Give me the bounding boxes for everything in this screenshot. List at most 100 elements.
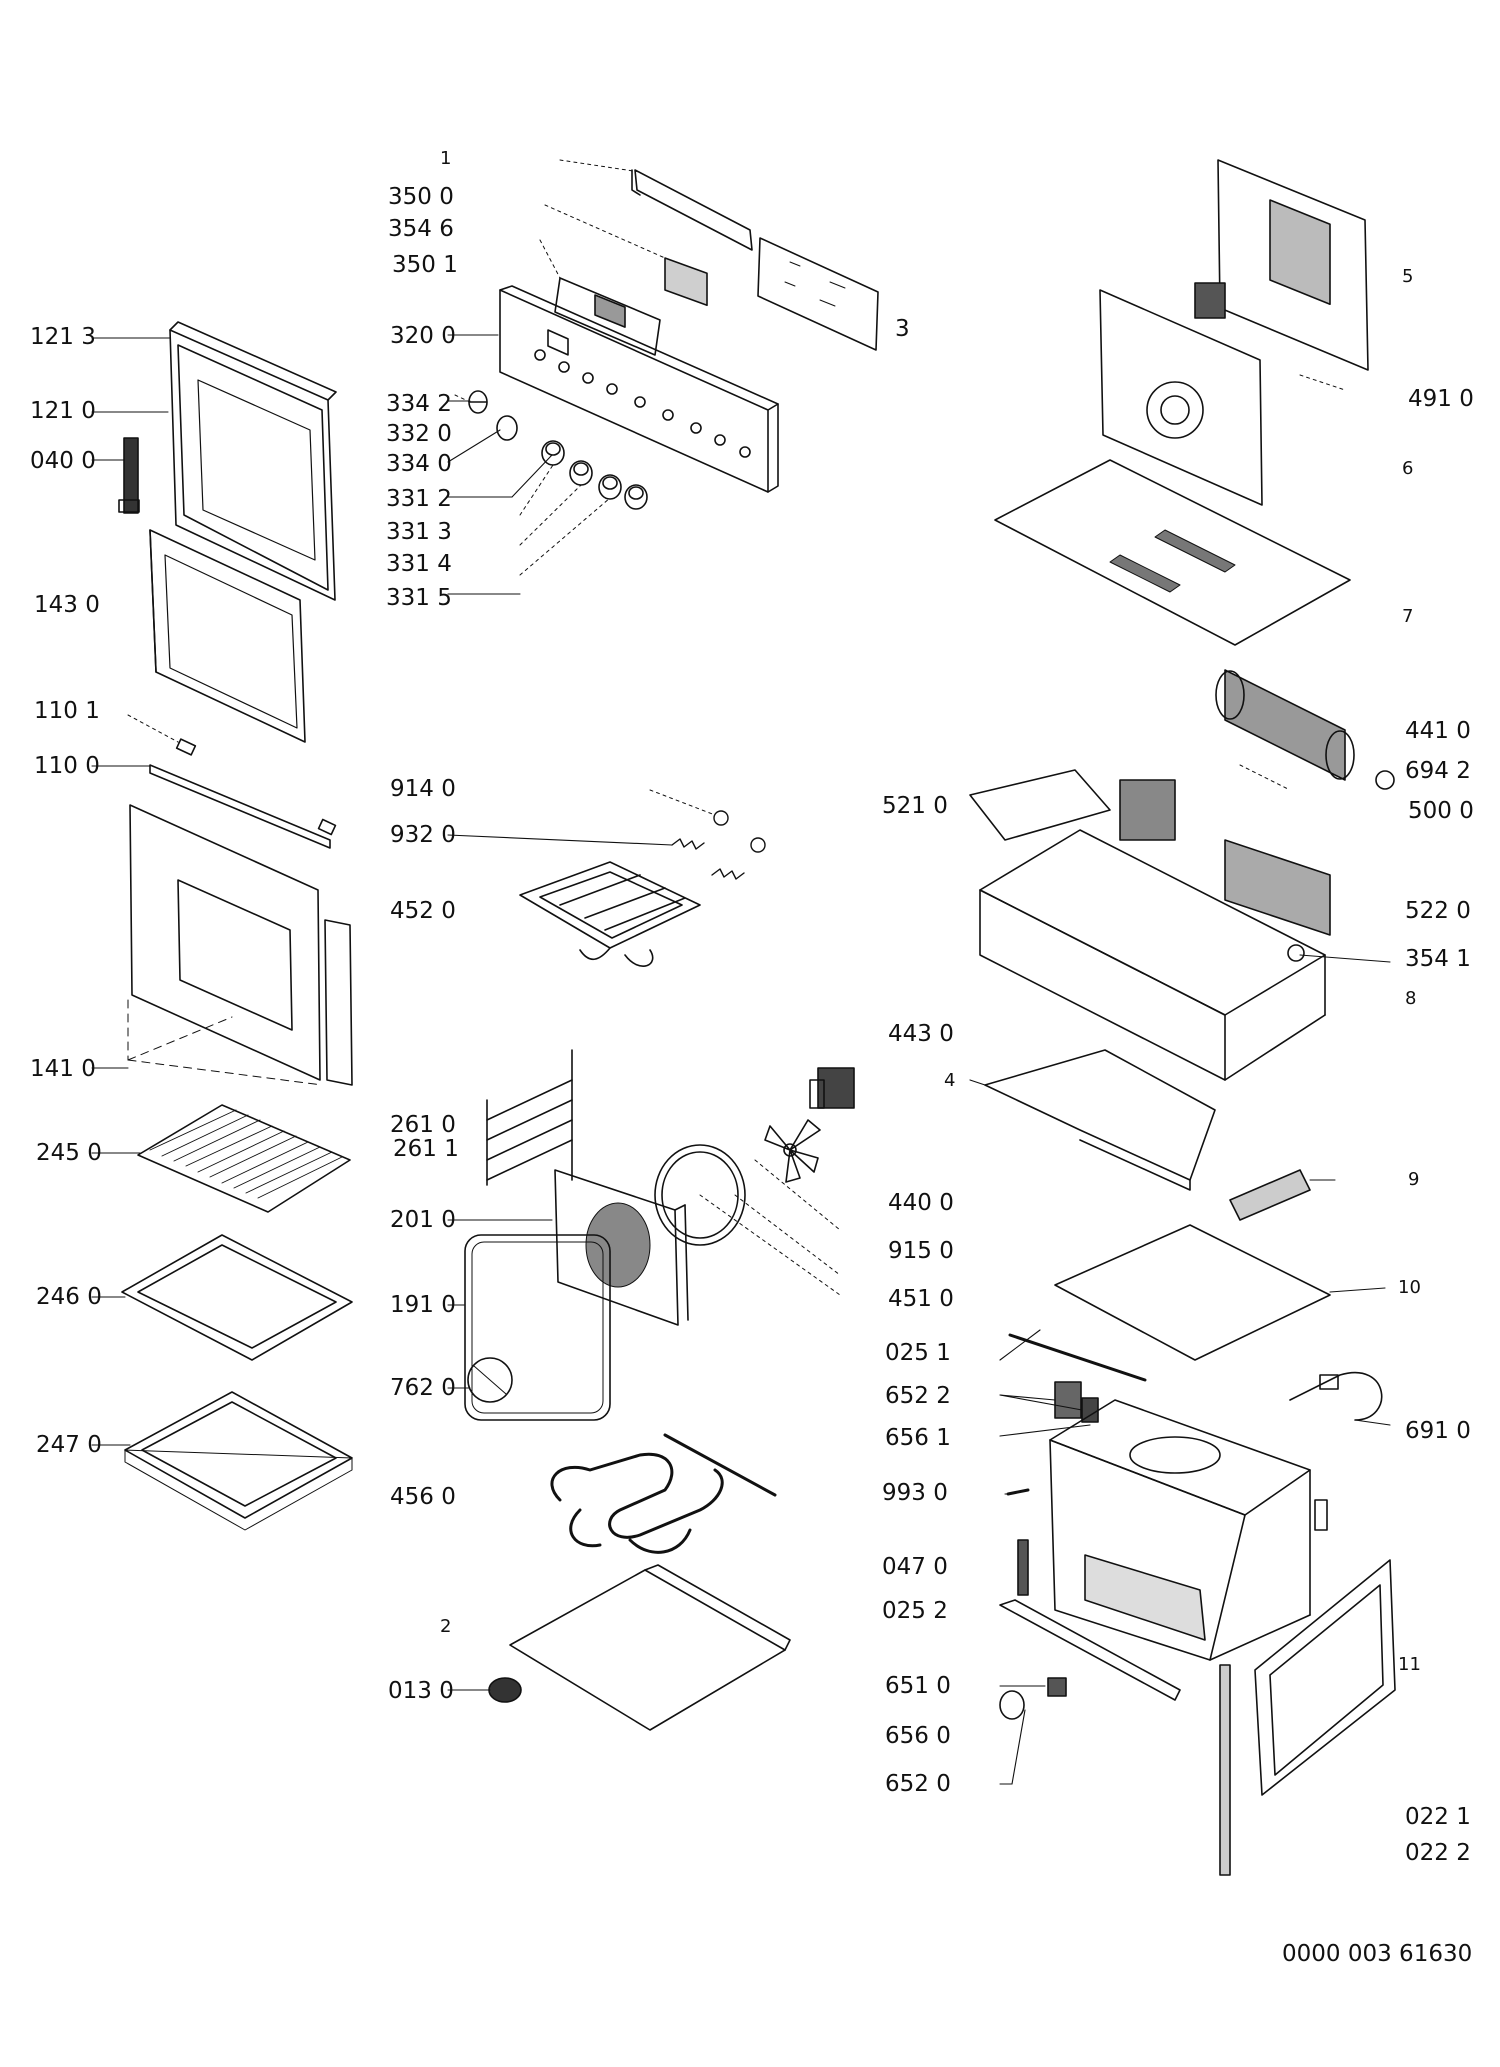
part-993-0: 993 0	[882, 1480, 948, 1506]
part-022-2: 022 2	[1405, 1840, 1471, 1866]
part-332-0: 332 0	[386, 421, 452, 447]
part-331-3: 331 3	[386, 519, 452, 545]
part-247-0: 247 0	[36, 1432, 102, 1458]
part-191-0: 191 0	[390, 1292, 456, 1318]
part-443-0: 443 0	[888, 1021, 954, 1047]
part-022-1: 022 1	[1405, 1804, 1471, 1830]
part-201-0: 201 0	[390, 1207, 456, 1233]
fan-grille	[586, 1203, 650, 1287]
side-door-panel	[1255, 1560, 1395, 1795]
door-hinge	[1220, 1665, 1230, 1875]
ref-7: 7	[1402, 606, 1414, 627]
part-762-0: 762 0	[390, 1375, 456, 1401]
part-025-1: 025 1	[885, 1340, 951, 1366]
part-914-0: 914 0	[390, 776, 456, 802]
part-915-0: 915 0	[888, 1238, 954, 1264]
shelf-runners	[487, 1050, 572, 1185]
part-334-0: 334 0	[386, 451, 452, 477]
part-522-0: 522 0	[1405, 898, 1471, 924]
heating-elements-group	[465, 790, 854, 1730]
ref-11: 11	[1398, 1654, 1421, 1675]
lower-heating-element	[552, 1454, 722, 1537]
fan-fuse	[1376, 771, 1394, 789]
oven-rear-panel	[555, 1170, 678, 1325]
part-354-1: 354 1	[1405, 946, 1471, 972]
part-491-0: 491 0	[1408, 386, 1474, 412]
part-331-2: 331 2	[386, 486, 452, 512]
relay-block	[1120, 780, 1175, 840]
part-141-0: 141 0	[30, 1056, 96, 1082]
part-350-1: 350 1	[392, 252, 458, 278]
part-354-6: 354 6	[388, 216, 454, 242]
mounting-plate	[1100, 290, 1262, 505]
screw	[1008, 1490, 1028, 1494]
part-246-0: 246 0	[36, 1284, 102, 1310]
part-261-0: 261 0	[390, 1112, 456, 1138]
part-334-2: 334 2	[386, 391, 452, 417]
part-121-0: 121 0	[30, 398, 96, 424]
part-451-0: 451 0	[888, 1286, 954, 1312]
ref-4: 4	[944, 1070, 956, 1091]
circuit-board	[758, 238, 878, 350]
part-500-0: 500 0	[1408, 798, 1474, 824]
oven-rack	[138, 1105, 350, 1212]
panel-bracket-tab	[632, 170, 640, 195]
ref-5: 5	[1402, 266, 1414, 287]
cooling-fan	[1216, 670, 1354, 780]
part-320-0: 320 0	[390, 323, 456, 349]
cavity-top-plate	[985, 1050, 1215, 1180]
oven-lamp	[1000, 1678, 1066, 1719]
part-694-2: 694 2	[1405, 758, 1471, 784]
part-121-3: 121 3	[30, 324, 96, 350]
circular-heating-element	[655, 1145, 745, 1245]
rear-cover	[1218, 160, 1368, 370]
part-652-2: 652 2	[885, 1383, 951, 1409]
panel-top-edge	[500, 286, 778, 410]
door-group	[119, 322, 352, 1530]
part-040-0: 040 0	[30, 448, 96, 474]
ref-1: 1	[440, 148, 452, 169]
part-047-0: 047 0	[882, 1554, 948, 1580]
part-331-4: 331 4	[386, 551, 452, 577]
part-440-0: 440 0	[888, 1190, 954, 1216]
part-656-1: 656 1	[885, 1425, 951, 1451]
panel-knob-holes	[535, 350, 750, 457]
cavity-bottom-plate	[1055, 1225, 1330, 1360]
control-panel-group	[455, 160, 878, 575]
ref-9: 9	[1408, 1169, 1420, 1190]
grill-element	[520, 862, 700, 948]
ref-2: 2	[440, 1616, 452, 1637]
door-hinge-clip	[177, 739, 196, 755]
electronics-housing	[970, 770, 1110, 840]
ref-3: 3	[895, 316, 910, 342]
part-656-0: 656 0	[885, 1723, 951, 1749]
part-350-0: 350 0	[388, 184, 454, 210]
part-013-0: 013 0	[388, 1678, 454, 1704]
drip-tray	[125, 1392, 352, 1518]
oven-floor	[510, 1570, 785, 1730]
door-switch	[1055, 1382, 1081, 1418]
part-932-0: 932 0	[390, 822, 456, 848]
part-521-0: 521 0	[882, 793, 948, 819]
part-691-0: 691 0	[1405, 1418, 1471, 1444]
inner-glass-panel	[150, 530, 305, 742]
door-handle	[124, 438, 138, 513]
door-seal	[465, 1235, 610, 1420]
part-025-2: 025 2	[882, 1598, 948, 1624]
panel-bracket	[635, 170, 752, 250]
part-143-0: 143 0	[34, 592, 100, 618]
hinge-bracket	[1018, 1540, 1028, 1595]
part-652-0: 652 0	[885, 1771, 951, 1797]
part-261-1: 261 1	[393, 1136, 459, 1162]
sensor-bracket	[1230, 1170, 1310, 1220]
display-holder	[555, 278, 660, 355]
door-outer-frame	[170, 330, 335, 600]
timer-module	[665, 258, 707, 305]
lower-rail	[1000, 1600, 1180, 1700]
ref-10: 10	[1398, 1277, 1421, 1298]
fan-blade	[765, 1120, 820, 1182]
part-110-0: 110 0	[34, 753, 100, 779]
leader-lines	[92, 335, 1390, 1784]
front-control-panel	[500, 290, 768, 492]
